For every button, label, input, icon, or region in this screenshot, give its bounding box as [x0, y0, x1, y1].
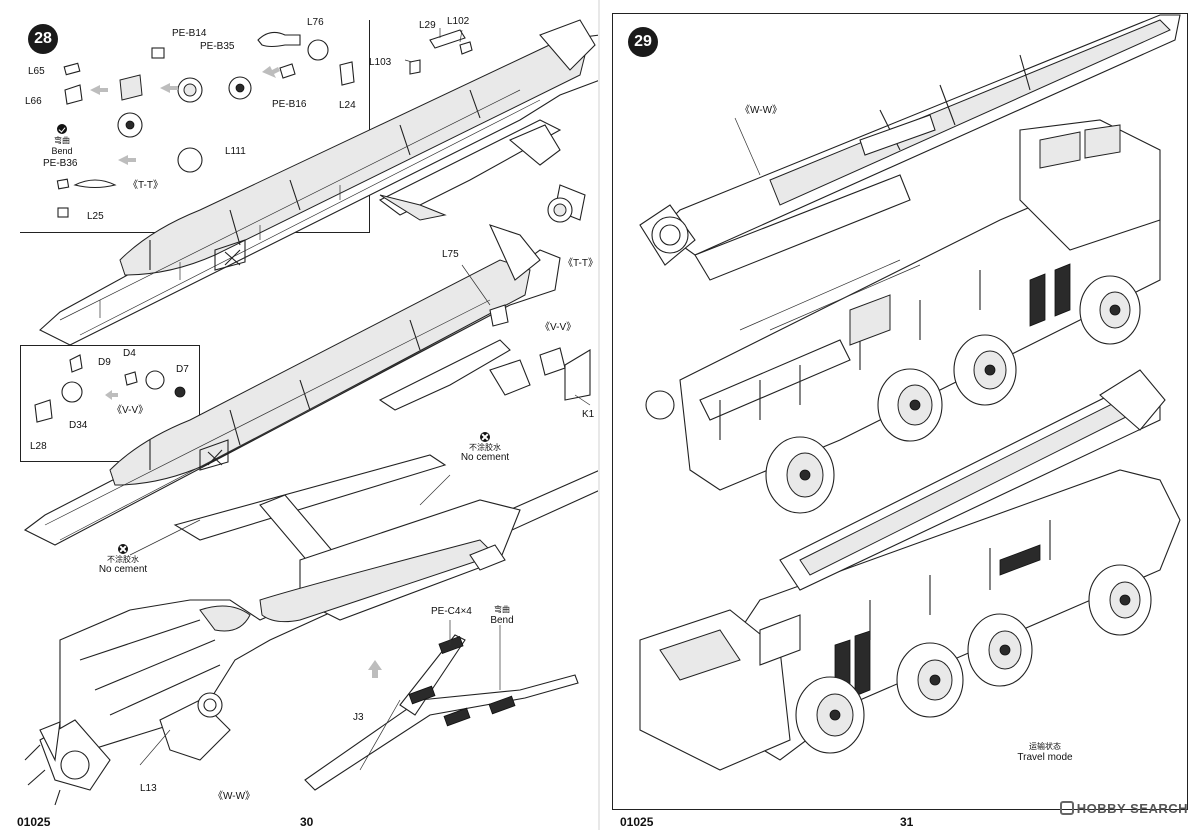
- bend-note-main-zh: 弯曲: [494, 605, 510, 614]
- part-label-d7: D7: [176, 364, 189, 375]
- part-label-l25: L25: [87, 211, 104, 222]
- part-label-d9: D9: [98, 357, 111, 368]
- part-label-l13: L13: [140, 783, 157, 794]
- step-number-badge: 29: [628, 27, 658, 57]
- launcher-frame-drawing: [24, 454, 601, 806]
- part-label-pe-b36: PE-B36: [43, 158, 78, 169]
- part-label-l102: L102: [447, 16, 470, 27]
- no-cement-note-2: 不涂胶水 No cement: [88, 544, 158, 575]
- bend-note-main: 弯曲 Bend: [482, 604, 522, 626]
- part-label-d4: D4: [123, 348, 136, 359]
- instruction-page-left: 28: [0, 0, 600, 830]
- bend-note-en: Bend: [51, 146, 73, 156]
- main-small-parts-drawing: [409, 29, 591, 401]
- view-label-w-w-main: 《W-W》: [213, 791, 256, 802]
- travel-mode-label: 运输状态 Travel mode: [1010, 741, 1080, 763]
- part-label-d34: D34: [69, 420, 88, 431]
- bend-note-zh: 弯曲: [54, 136, 70, 145]
- hobbysearch-logo-icon: [1059, 801, 1074, 815]
- hobbysearch-watermark: HOBBY SEARCH: [1059, 801, 1188, 816]
- part-label-l28: L28: [30, 441, 47, 452]
- inset-frame-v-v: [20, 345, 200, 462]
- truck-firing-position-drawing: [645, 119, 1161, 514]
- upper-truck-wheels: [765, 275, 1141, 514]
- instruction-page-right: 29: [600, 0, 1200, 830]
- part-label-pe-c4: PE-C4×4: [431, 606, 472, 617]
- no-cement-2-en: No cement: [98, 564, 148, 575]
- no-cement-1-zh: 不涂胶水: [469, 443, 501, 452]
- page-number-left: 30: [300, 815, 314, 829]
- no-cement-note-1: 不涂胶水 No cement: [450, 432, 520, 463]
- right-page-border: [612, 13, 1188, 810]
- part-label-l65: L65: [28, 66, 45, 77]
- part-label-pe-b16: PE-B16: [272, 99, 307, 110]
- part-label-pe-b14: PE-B14: [172, 28, 207, 39]
- part-label-l75: L75: [442, 249, 459, 260]
- leader-line-w-w: [734, 117, 761, 176]
- page-number-right: 31: [900, 815, 914, 829]
- catalog-number-right: 01025: [620, 815, 654, 829]
- lower-truck-wheels: [795, 564, 1152, 754]
- no-cement-icon: [480, 432, 490, 442]
- view-label-v-v-main: 《V-V》: [540, 322, 577, 333]
- part-label-j3: J3: [353, 712, 364, 723]
- part-label-pe-b35: PE-B35: [200, 41, 235, 52]
- inset-t-t-parts-drawing: [56, 31, 355, 218]
- catalog-number-left: 01025: [17, 815, 51, 829]
- inset-v-v-parts-drawing: [34, 354, 186, 423]
- part-label-l111: L111: [225, 146, 246, 157]
- part-label-l29: L29: [419, 20, 436, 31]
- no-cement-icon: [118, 544, 128, 554]
- part-label-l66: L66: [25, 96, 42, 107]
- part-label-l76: L76: [307, 17, 324, 28]
- launcher-assembly-drawing: [23, 19, 601, 806]
- view-label-t-t-main: 《T-T》: [563, 258, 598, 269]
- travel-mode-en: Travel mode: [1017, 752, 1073, 763]
- view-label-v-v-inset: 《V-V》: [112, 405, 149, 416]
- raised-rocket-drawing: [639, 14, 1181, 281]
- lower-rocket-drawing: [23, 224, 561, 546]
- no-cement-1-en: No cement: [460, 452, 510, 463]
- bend-note-icon: [57, 124, 67, 135]
- part-label-l24: L24: [339, 100, 356, 111]
- step-number-badge: 28: [28, 24, 58, 54]
- part-label-k1: K1: [582, 409, 595, 420]
- view-label-t-t-inset: 《T-T》: [128, 180, 163, 191]
- part-label-l103: L103: [369, 57, 392, 68]
- view-label-w-w-right: 《W-W》: [740, 105, 783, 116]
- bend-note-t-t: 弯曲 Bend: [42, 124, 82, 157]
- truck-travel-mode-drawing: [639, 369, 1181, 771]
- no-cement-2-zh: 不涂胶水: [107, 555, 139, 564]
- truck-launcher-drawing: [639, 14, 1181, 771]
- upper-rocket-drawing: [39, 19, 601, 346]
- assembly-arrows: [90, 66, 382, 678]
- leader-lines: [129, 28, 591, 771]
- part-j3-drawing: [304, 634, 579, 791]
- bend-note-main-en: Bend: [490, 615, 514, 626]
- travel-mode-zh: 运输状态: [1029, 742, 1061, 751]
